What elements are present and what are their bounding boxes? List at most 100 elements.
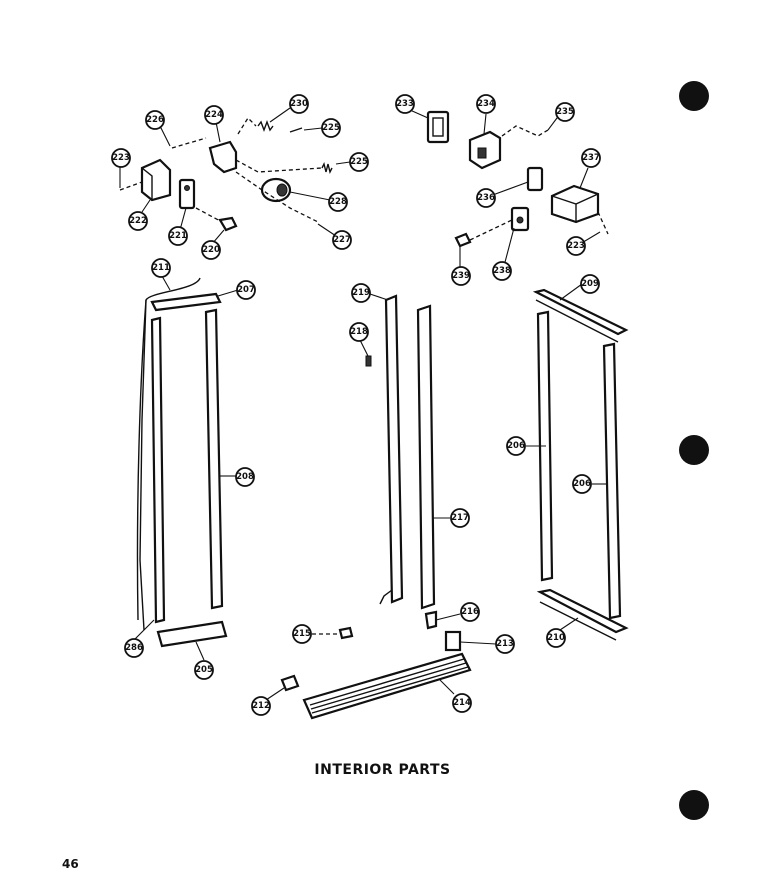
lead-222	[141, 199, 151, 213]
part-219-wire	[379, 589, 393, 605]
lead-216	[435, 613, 461, 621]
lead-210	[559, 617, 579, 631]
callout-238-label: 238	[493, 266, 511, 276]
callout-228: 228	[328, 192, 348, 212]
dash-235	[501, 125, 549, 137]
callout-230-label: 230	[290, 99, 308, 109]
callout-222: 222	[128, 211, 148, 231]
lead-227	[317, 223, 337, 237]
part-217-strip	[416, 304, 436, 610]
callout-210-label: 210	[547, 633, 565, 643]
left-breaker-frame	[136, 277, 228, 648]
callout-205: 205	[194, 660, 214, 680]
callout-210: 210	[546, 628, 566, 648]
part-239-socket	[454, 232, 472, 248]
part-286-left-rail	[150, 316, 166, 624]
lead-220	[195, 207, 223, 223]
callout-207: 207	[236, 280, 256, 300]
lead-234	[483, 113, 487, 135]
callout-218-label: 218	[350, 327, 368, 337]
part-222-housing	[140, 158, 172, 202]
callout-235-label: 235	[556, 107, 574, 117]
center-mullion	[280, 294, 472, 720]
callout-206-left: 206	[506, 436, 526, 456]
lead-228	[289, 191, 331, 201]
part-209-lip	[535, 299, 619, 343]
diagram-title: INTERIOR PARTS	[314, 762, 451, 778]
callout-205-label: 205	[195, 665, 213, 675]
callout-230: 230	[289, 94, 309, 114]
callout-222-label: 222	[129, 216, 147, 226]
lead-236	[489, 181, 529, 197]
part-216-bracket	[424, 610, 438, 630]
callout-221: 221	[168, 226, 188, 246]
lead-214	[439, 679, 455, 695]
callout-211-label: 211	[152, 263, 170, 273]
callout-215: 215	[292, 624, 312, 644]
callout-214-label: 214	[453, 698, 471, 708]
callout-225-upper: 225	[321, 118, 341, 138]
lead-213	[459, 641, 497, 645]
lead-218	[359, 339, 369, 357]
lead-286	[133, 619, 155, 641]
part-233-frame	[426, 110, 450, 144]
part-206-right-rail	[602, 342, 622, 620]
callout-234: 234	[476, 94, 496, 114]
binder-hole-top	[679, 81, 709, 111]
callout-214: 214	[452, 693, 472, 713]
callout-220: 220	[201, 240, 221, 260]
part-211-wire	[139, 277, 201, 631]
binder-hole-middle	[679, 435, 709, 465]
part-237-edge	[551, 193, 599, 222]
callout-207-label: 207	[237, 285, 255, 295]
callout-221-label: 221	[169, 231, 187, 241]
callout-209: 209	[580, 274, 600, 294]
callout-225-lower: 225	[349, 152, 369, 172]
lead-237	[579, 167, 589, 189]
right-breaker-frame	[532, 288, 629, 641]
callout-236-label: 236	[477, 193, 495, 203]
callout-237-label: 237	[582, 153, 600, 163]
callout-225-lower-label: 225	[350, 157, 368, 167]
callout-218: 218	[349, 322, 369, 342]
lead-225b	[335, 161, 351, 165]
part-207-top-strip	[150, 292, 222, 312]
part-211-wire-b	[136, 299, 147, 621]
callout-209-label: 209	[581, 279, 599, 289]
lead-212	[265, 687, 285, 701]
callout-217-label: 217	[451, 513, 469, 523]
callout-215-label: 215	[293, 629, 311, 639]
page-number: 46	[62, 857, 79, 871]
callout-208: 208	[235, 467, 255, 487]
part-210-bottom-strip	[536, 588, 629, 634]
lead-209	[559, 283, 583, 301]
part-209-top-strip	[532, 288, 629, 336]
part-210-lip	[539, 601, 617, 641]
lead-207	[217, 289, 239, 297]
callout-216: 216	[460, 602, 480, 622]
part-233-inner	[432, 117, 444, 137]
part-219-strip	[384, 294, 404, 604]
part-205-bottom-strip	[156, 620, 228, 648]
callout-236: 236	[476, 188, 496, 208]
callout-226-label: 226	[146, 115, 164, 125]
callout-224-label: 224	[205, 110, 223, 120]
callout-227: 227	[332, 230, 352, 250]
callout-233-label: 233	[396, 99, 414, 109]
dash-226	[171, 137, 207, 149]
callout-224: 224	[204, 105, 224, 125]
part-213-label	[444, 630, 462, 652]
lead-211	[161, 275, 171, 291]
binder-hole-bottom	[679, 790, 709, 820]
callout-228-label: 228	[329, 197, 347, 207]
upper-left-hardware-group	[119, 116, 333, 232]
part-215-clip	[338, 626, 354, 640]
part-234-tab	[477, 147, 487, 159]
dash-223-right	[597, 211, 609, 235]
lead-225a	[303, 127, 323, 131]
callout-219: 219	[351, 283, 371, 303]
callouts: 226 224 230 225 225 223 222 221 220 228 …	[111, 94, 601, 716]
part-224-hinge	[208, 140, 238, 174]
part-218-clip	[365, 355, 372, 367]
callout-223-left: 223	[111, 148, 131, 168]
